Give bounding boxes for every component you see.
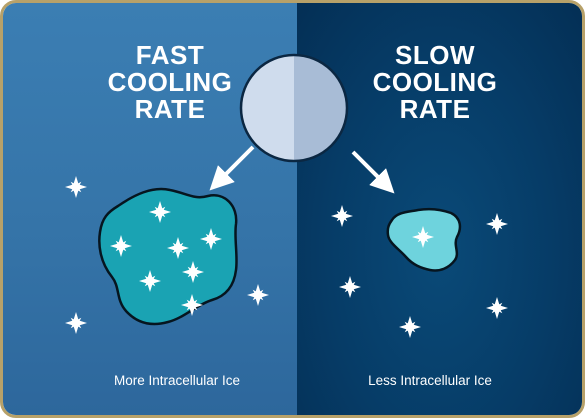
extracellular-ice-crystal-icon <box>486 297 508 319</box>
heading-line: SLOW <box>395 40 475 70</box>
cell-sphere <box>239 53 349 163</box>
extracellular-ice-crystal-icon <box>399 316 421 338</box>
heading-line: COOLING <box>107 67 233 97</box>
extracellular-ice-crystal-icon <box>339 276 361 298</box>
heading-line: RATE <box>399 94 471 124</box>
fast-cooling-rate-heading: FAST COOLING RATE <box>95 42 245 123</box>
extracellular-ice-crystal-icon <box>65 176 87 198</box>
heading-line: RATE <box>134 94 206 124</box>
slow-cooling-arrow <box>351 150 395 194</box>
extracellular-ice-crystal-icon <box>65 312 87 334</box>
less-intracellular-ice-caption: Less Intracellular Ice <box>368 373 492 388</box>
extracellular-ice-crystal-icon <box>247 284 269 306</box>
fast-cooling-arrow <box>209 145 255 191</box>
large-cell <box>98 187 238 326</box>
more-intracellular-ice-caption: More Intracellular Ice <box>113 373 241 388</box>
slow-cooling-rate-heading: SLOW COOLING RATE <box>360 42 510 123</box>
heading-line: FAST <box>135 40 205 70</box>
extracellular-ice-crystal-icon <box>486 213 508 235</box>
extracellular-ice-crystal-icon <box>331 205 353 227</box>
heading-line: COOLING <box>372 67 498 97</box>
